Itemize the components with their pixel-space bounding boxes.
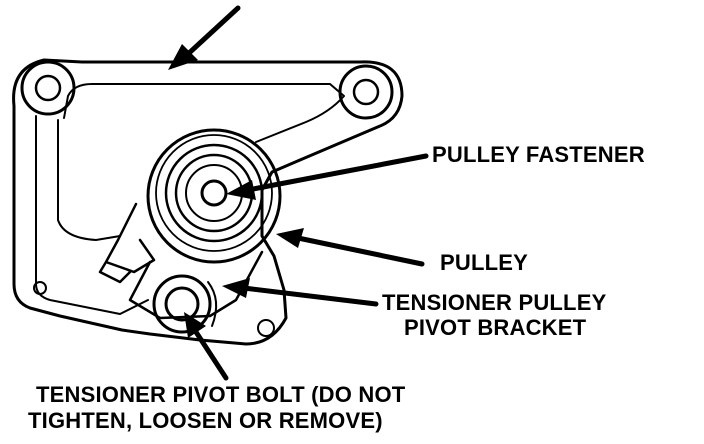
- pivot-bolt-label-line2: TIGHTEN, LOOSEN OR REMOVE): [28, 408, 383, 433]
- pivot-bolt-label-line1: TENSIONER PIVOT BOLT (DO NOT: [36, 382, 406, 407]
- bracket-leader-arrow: [222, 278, 379, 307]
- pivot-bracket-label-line2: PIVOT BRACKET: [404, 315, 587, 340]
- pivot-bracket-label-line1: TENSIONER PULLEY: [382, 290, 607, 315]
- pulley-ring-1: [164, 143, 264, 243]
- mount-hole-left: [34, 74, 62, 102]
- plate-leader-arrow: [168, 5, 241, 70]
- pivot-bolt-boss: [207, 281, 218, 327]
- mount-hole-right: [352, 78, 380, 106]
- pulley-label: PULLEY: [440, 250, 528, 275]
- pulley-outer-rim: [146, 128, 282, 264]
- plate-inner-contour: [35, 83, 345, 315]
- pulley-fastener-bolt: [200, 179, 228, 207]
- fastener-leader-arrow: [226, 153, 429, 200]
- mount-ear-right: [338, 64, 394, 120]
- plate-inner-rib: [57, 119, 121, 241]
- pulley-leader-arrow: [276, 228, 425, 267]
- pivot-bolt-flange: [152, 274, 212, 334]
- pulley-fastener-label: PULLEY FASTENER: [432, 142, 645, 167]
- mount-ear-left: [20, 60, 76, 116]
- mount-hole-bottom-left: [33, 281, 47, 295]
- pivot-bolt-head: [164, 286, 200, 322]
- pulley-groove: [155, 134, 273, 252]
- bolt-leader-arrow: [184, 312, 229, 381]
- mount-hole-bottom-right: [257, 319, 275, 337]
- mounting-plate-outline: [12, 58, 404, 346]
